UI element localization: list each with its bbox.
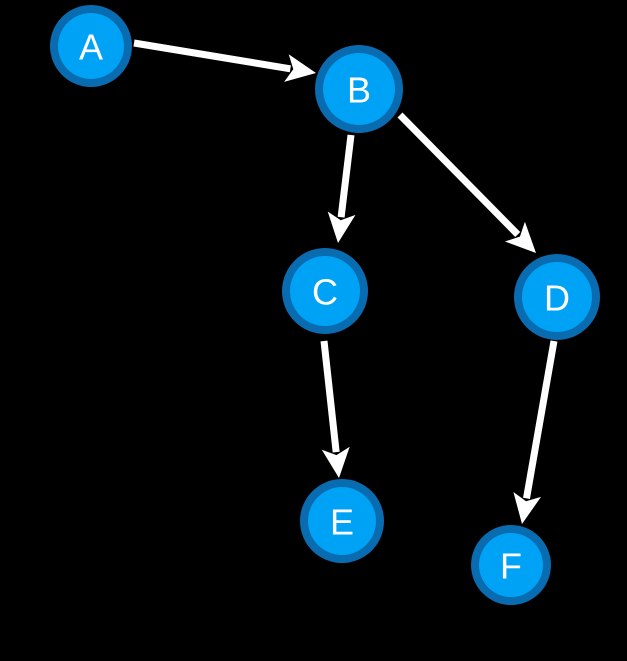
edge-b-d xyxy=(397,112,536,253)
edge-a-b xyxy=(133,39,316,82)
edge-c-e xyxy=(320,340,350,478)
arrowhead-a-b xyxy=(284,54,316,82)
node-fill-f xyxy=(479,533,543,597)
nodes-layer: A B C D E F xyxy=(50,5,600,605)
edge-line-b-c xyxy=(337,134,355,218)
node-fill-a xyxy=(58,13,124,79)
node-b[interactable]: B xyxy=(315,45,403,133)
edge-line-d-f xyxy=(523,340,558,499)
edge-line-a-b xyxy=(133,39,291,73)
arrowhead-d-f xyxy=(513,492,541,524)
node-fill-c xyxy=(290,256,360,326)
arrowhead-b-d xyxy=(505,221,536,253)
node-label-a: A xyxy=(79,27,103,68)
node-a[interactable]: A xyxy=(50,5,132,87)
node-fill-e xyxy=(308,487,376,555)
node-fill-d xyxy=(522,262,592,332)
node-label-c: C xyxy=(312,272,338,313)
arrowhead-c-e xyxy=(321,446,350,478)
node-fill-b xyxy=(323,53,395,125)
node-c[interactable]: C xyxy=(282,248,368,334)
node-label-f: F xyxy=(500,546,522,587)
edge-d-f xyxy=(513,340,558,524)
node-label-b: B xyxy=(347,70,371,111)
node-f[interactable]: F xyxy=(471,525,551,605)
edge-line-b-d xyxy=(397,112,521,237)
arrowhead-b-c xyxy=(327,211,356,243)
edge-b-c xyxy=(327,134,356,243)
edges-layer xyxy=(133,39,558,524)
node-e[interactable]: E xyxy=(300,479,384,563)
node-label-e: E xyxy=(330,502,354,543)
node-d[interactable]: D xyxy=(514,254,600,340)
edge-line-c-e xyxy=(320,340,340,453)
node-label-d: D xyxy=(544,278,570,319)
